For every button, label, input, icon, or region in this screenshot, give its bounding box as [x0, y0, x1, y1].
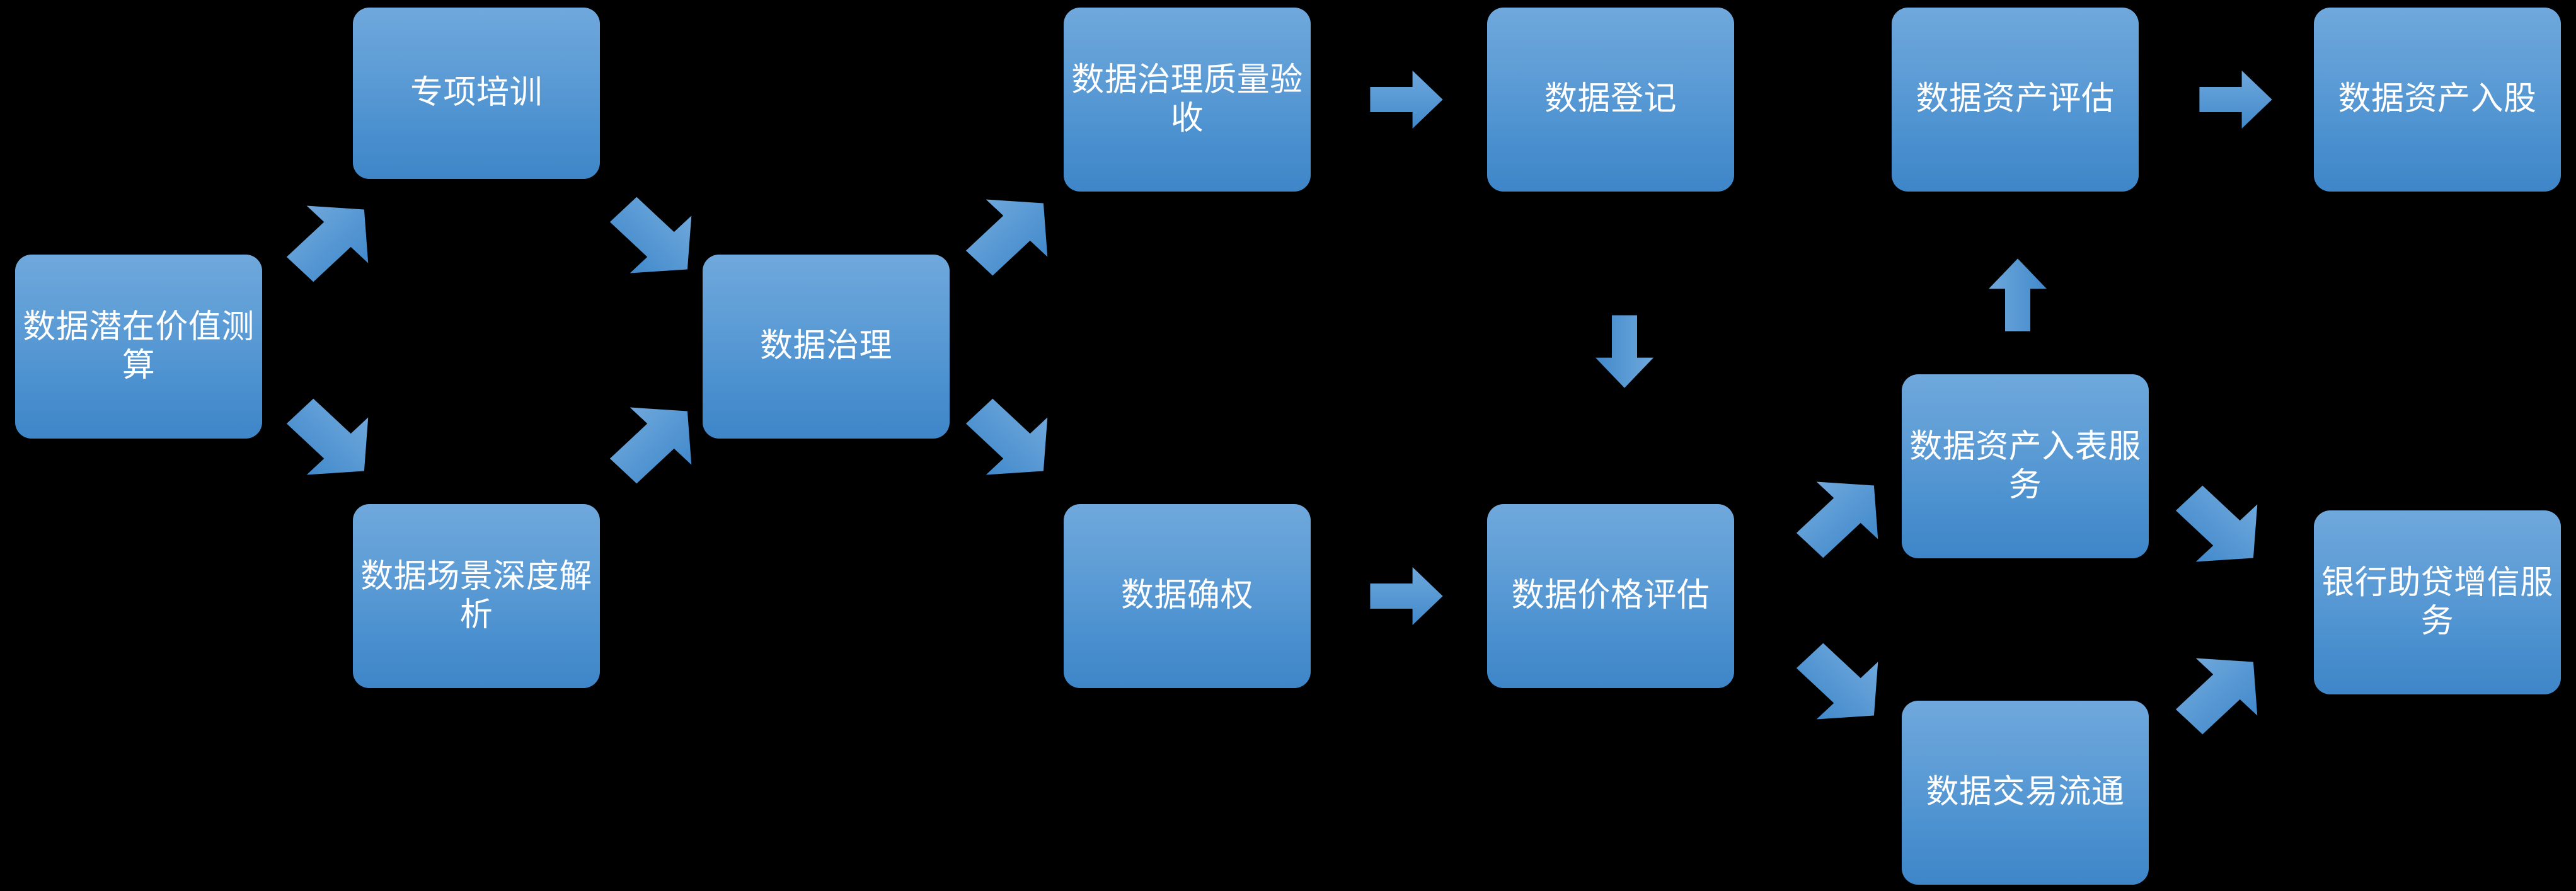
arrow-right-icon — [1369, 68, 1444, 131]
process-node-label: 数据潜在价值测算 — [23, 308, 255, 384]
arrow-up-right-icon-shape — [609, 407, 692, 484]
process-node-label: 数据资产入表服务 — [1909, 428, 2141, 503]
arrow-right-icon — [1369, 565, 1444, 628]
arrow-down-right-icon — [2174, 484, 2268, 572]
process-node-n7[interactable]: 数据登记 — [1487, 8, 1734, 192]
process-node-n13[interactable]: 银行助贷增信服务 — [2314, 510, 2561, 694]
process-node-label: 数据治理 — [759, 328, 892, 365]
process-node-label: 数据资产评估 — [1916, 81, 2115, 118]
process-node-n8[interactable]: 数据价格评估 — [1487, 504, 1734, 688]
process-node-n12[interactable]: 数据交易流通 — [1902, 701, 2149, 885]
process-node-n6[interactable]: 数据确权 — [1064, 504, 1311, 688]
process-node-label: 数据价格评估 — [1511, 577, 1710, 614]
process-node-n9[interactable]: 数据资产评估 — [1892, 8, 2139, 192]
process-node-n4[interactable]: 数据治理 — [703, 255, 950, 439]
arrow-down-right-icon — [964, 397, 1059, 485]
process-node-label: 数据确权 — [1120, 577, 1253, 614]
arrow-right-icon-shape — [2199, 71, 2272, 129]
arrow-up-icon-shape — [1989, 258, 2047, 331]
process-node-label: 数据场景深度解析 — [360, 558, 592, 633]
process-node-n2[interactable]: 专项培训 — [353, 8, 600, 179]
process-node-label: 专项培训 — [410, 74, 543, 112]
arrow-up-right-icon — [1795, 471, 1889, 560]
arrow-up-right-icon — [285, 195, 379, 284]
arrow-up-right-icon-shape — [2175, 658, 2258, 735]
process-node-label: 数据治理质量验收 — [1071, 61, 1303, 137]
arrow-up-right-icon — [608, 397, 703, 485]
arrow-down-right-icon — [608, 195, 703, 284]
process-node-n1[interactable]: 数据潜在价值测算 — [15, 255, 262, 439]
arrow-down-right-icon-shape — [1796, 643, 1878, 720]
arrow-right-icon-shape — [1370, 71, 1443, 129]
arrow-up-right-icon — [964, 189, 1059, 277]
arrow-down-right-icon-shape — [609, 197, 692, 273]
process-node-n3[interactable]: 数据场景深度解析 — [353, 504, 600, 688]
process-node-label: 银行助贷增信服务 — [2321, 564, 2553, 640]
arrow-right-icon — [2198, 68, 2274, 131]
arrow-down-right-icon-shape — [2175, 485, 2258, 562]
arrow-down-icon — [1593, 314, 1656, 389]
arrow-up-right-icon-shape — [286, 205, 369, 282]
arrow-right-icon-shape — [1370, 567, 1443, 625]
process-node-n10[interactable]: 数据资产入股 — [2314, 8, 2561, 192]
process-node-label: 数据登记 — [1544, 81, 1677, 118]
process-node-label: 数据资产入股 — [2338, 81, 2537, 118]
arrow-down-icon-shape — [1596, 315, 1653, 388]
arrow-down-right-icon — [285, 397, 379, 485]
process-node-n5[interactable]: 数据治理质量验收 — [1064, 8, 1311, 192]
arrow-down-right-icon-shape — [965, 398, 1048, 475]
process-node-label: 数据交易流通 — [1926, 774, 2125, 811]
arrow-up-icon — [1986, 257, 2049, 333]
arrow-up-right-icon-shape — [965, 199, 1048, 276]
arrow-down-right-icon-shape — [286, 398, 369, 475]
arrow-down-right-icon — [1795, 641, 1889, 730]
arrow-up-right-icon — [2174, 648, 2268, 736]
process-node-n11[interactable]: 数据资产入表服务 — [1902, 374, 2149, 558]
arrow-up-right-icon-shape — [1796, 481, 1878, 558]
